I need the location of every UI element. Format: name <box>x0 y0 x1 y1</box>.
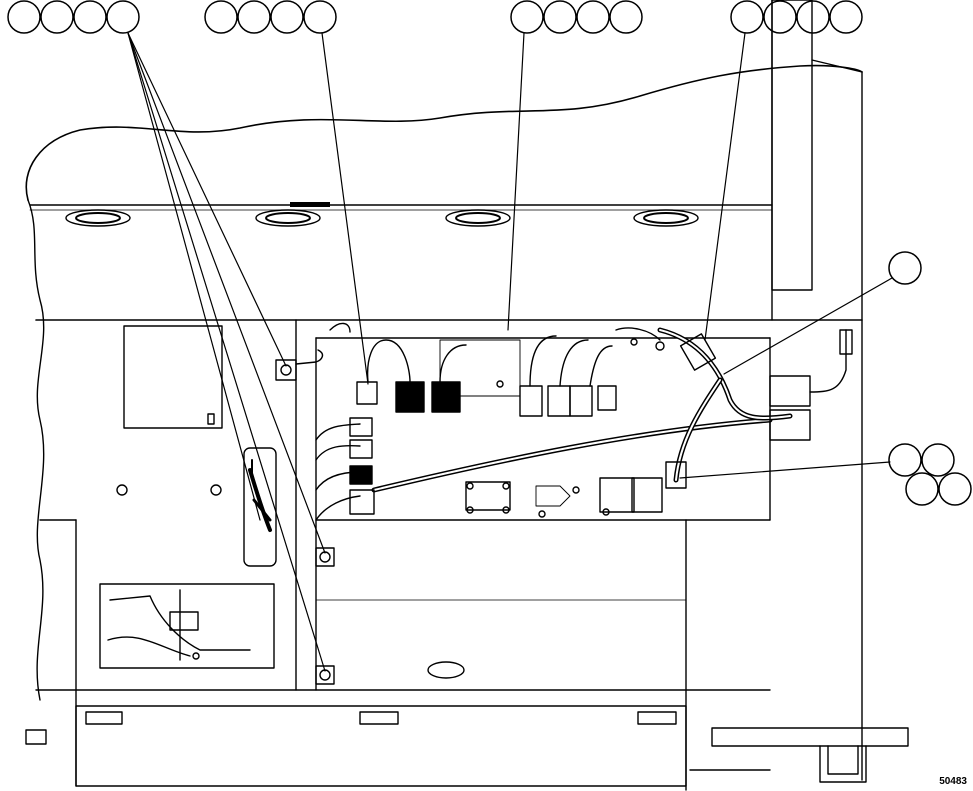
callout-balloon <box>40 0 74 34</box>
callout-balloon <box>796 0 830 34</box>
leader-line <box>704 32 746 341</box>
leader-line <box>321 32 369 385</box>
leader-line <box>127 32 326 554</box>
panel-ports <box>65 209 699 227</box>
callout-balloon <box>888 443 922 477</box>
connector-cluster <box>329 322 665 417</box>
cable-clamps <box>275 349 335 685</box>
wire-harness <box>371 327 853 518</box>
callout-balloon <box>543 0 577 34</box>
callout-balloon <box>204 0 238 34</box>
cabinet-upper-breakaway <box>25 0 863 781</box>
callout-balloon <box>576 0 610 34</box>
callout-balloon <box>730 0 764 34</box>
leader-line <box>507 32 525 331</box>
callout-balloon <box>829 0 863 34</box>
callout-balloon <box>73 0 107 34</box>
left-connector-bundle <box>315 417 375 521</box>
callout-balloon <box>303 0 337 34</box>
callout-balloon <box>763 0 797 34</box>
callout-balloon <box>270 0 304 34</box>
vertical-cable-bundle <box>243 447 277 567</box>
callout-balloon <box>7 0 41 34</box>
leader-line <box>127 32 287 367</box>
callout-balloon <box>609 0 643 34</box>
lower-left-inset <box>99 583 275 669</box>
leader-line <box>679 461 891 479</box>
figure-id-label: 50483 <box>939 776 967 787</box>
callout-balloon <box>938 472 972 506</box>
leader-line <box>127 32 326 672</box>
bottom-tray <box>25 519 909 787</box>
callout-balloon <box>921 443 955 477</box>
leader-line <box>127 32 261 521</box>
callout-balloon <box>106 0 140 34</box>
callout-balloon <box>510 0 544 34</box>
leader-lines <box>127 32 893 672</box>
leader-line <box>723 277 893 375</box>
callout-balloons <box>7 0 972 506</box>
callout-balloon <box>905 472 939 506</box>
callout-balloon <box>237 0 271 34</box>
callout-balloon <box>888 251 922 285</box>
